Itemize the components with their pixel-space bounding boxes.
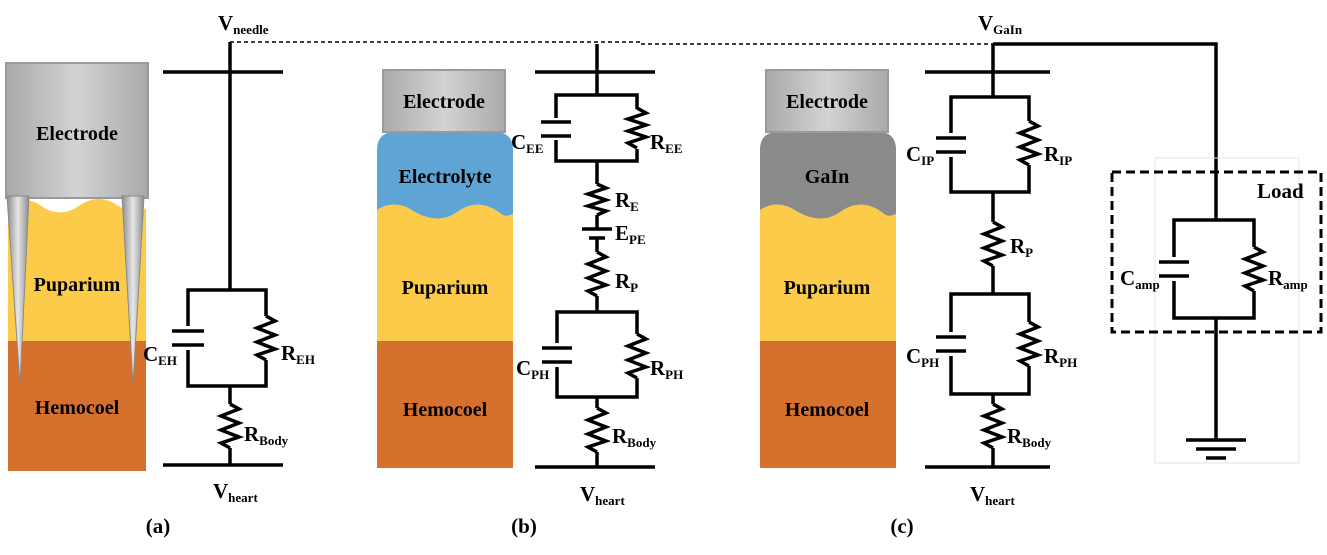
hemocoel-layer (760, 340, 896, 468)
electrode-label-a: Electrode (36, 123, 118, 145)
puparium-label-b: Puparium (402, 277, 489, 299)
electrode-label-c: Electrode (786, 91, 868, 113)
gain-layer (760, 132, 896, 219)
puparium-layer (8, 198, 146, 342)
resistor-zigzag (582, 182, 612, 217)
c-eh-label: CEH (143, 342, 177, 368)
gain-label: GaIn (805, 166, 849, 188)
r-body-label-b: RBody (612, 424, 657, 450)
needle-left (6, 195, 30, 386)
panel-b-circuit (535, 44, 655, 469)
panel-c-blocks: Electrode GaIn Puparium Hemocoel (760, 69, 896, 468)
resistor-zigzag (216, 402, 245, 450)
r-p-label-b: RP (615, 269, 638, 295)
r-p-label-c: RP (1010, 234, 1033, 260)
e-pe-label: EPE (615, 221, 646, 247)
puparium-label-a: Puparium (34, 274, 121, 296)
load-connection-wire (993, 42, 1218, 220)
electrode-block (5, 62, 149, 199)
v-heart-label-b: Vheart (580, 482, 625, 508)
electrode-block (765, 69, 889, 133)
panel-c-circuit (925, 42, 1218, 469)
r-eh-label: REH (281, 341, 315, 367)
c-ph-label-b: CPH (516, 356, 549, 382)
load-title: Load (1257, 179, 1304, 203)
resistor-zigzag (583, 250, 612, 298)
v-needle-label: Vneedle (218, 11, 269, 37)
hemocoel-layer (377, 340, 513, 468)
caption-c: (c) (890, 514, 913, 538)
hemocoel-label-b: Hemocoel (403, 399, 488, 421)
needle-right (121, 195, 145, 386)
panel-a-blocks: Electrode Puparium Hemocoel (5, 62, 149, 471)
electrode-label-b: Electrode (403, 91, 485, 113)
resistor-zigzag (583, 406, 612, 454)
r-ee-label: REE (650, 130, 683, 156)
caption-b: (b) (511, 514, 537, 538)
r-e-label: RE (615, 188, 639, 214)
puparium-layer (377, 204, 513, 341)
dashed-connection (230, 41, 995, 45)
r-ph-label-b: RPH (650, 356, 683, 382)
resistor-zigzag (252, 314, 281, 362)
electrolyte-layer (377, 132, 513, 219)
r-body-label-c: RBody (1007, 424, 1052, 450)
c-ph-label-c: CPH (906, 344, 939, 370)
ground-icon (1186, 438, 1246, 460)
r-body-label-a: RBody (244, 422, 289, 448)
c-amp-label: Camp (1120, 266, 1160, 292)
v-gain-label: VGaIn (978, 11, 1023, 37)
resistor-zigzag (979, 220, 1008, 268)
resistor-zigzag (1015, 320, 1044, 368)
hemocoel-label-c: Hemocoel (785, 399, 870, 421)
panel-a-circuit (163, 42, 283, 467)
hemocoel-layer (8, 341, 146, 471)
r-amp-label: Ramp (1268, 266, 1308, 292)
load-dashed-box (1110, 170, 1323, 334)
hemocoel-label-a: Hemocoel (35, 397, 120, 419)
r-ip-label: RIP (1044, 142, 1072, 168)
r-ph-label-c: RPH (1044, 344, 1077, 370)
load-background-frame (1154, 157, 1300, 464)
puparium-label-c: Puparium (784, 277, 871, 299)
resistor-zigzag (623, 332, 652, 380)
resistor-zigzag (1240, 245, 1269, 293)
v-heart-label-c: Vheart (970, 482, 1015, 508)
puparium-layer (760, 204, 896, 341)
panel-b-blocks: Electrode Electrolyte Puparium Hemocoel (377, 69, 513, 468)
caption-a: (a) (146, 514, 171, 538)
load-circuit (1110, 157, 1323, 464)
electrode-block (382, 69, 506, 133)
electrolyte-label: Electrolyte (399, 166, 492, 188)
resistor-zigzag (1015, 119, 1044, 167)
resistor-zigzag (622, 106, 652, 150)
v-heart-label-a: Vheart (213, 479, 258, 505)
c-ee-label: CEE (511, 130, 544, 156)
c-ip-label: CIP (906, 142, 934, 168)
resistor-zigzag (979, 402, 1008, 450)
